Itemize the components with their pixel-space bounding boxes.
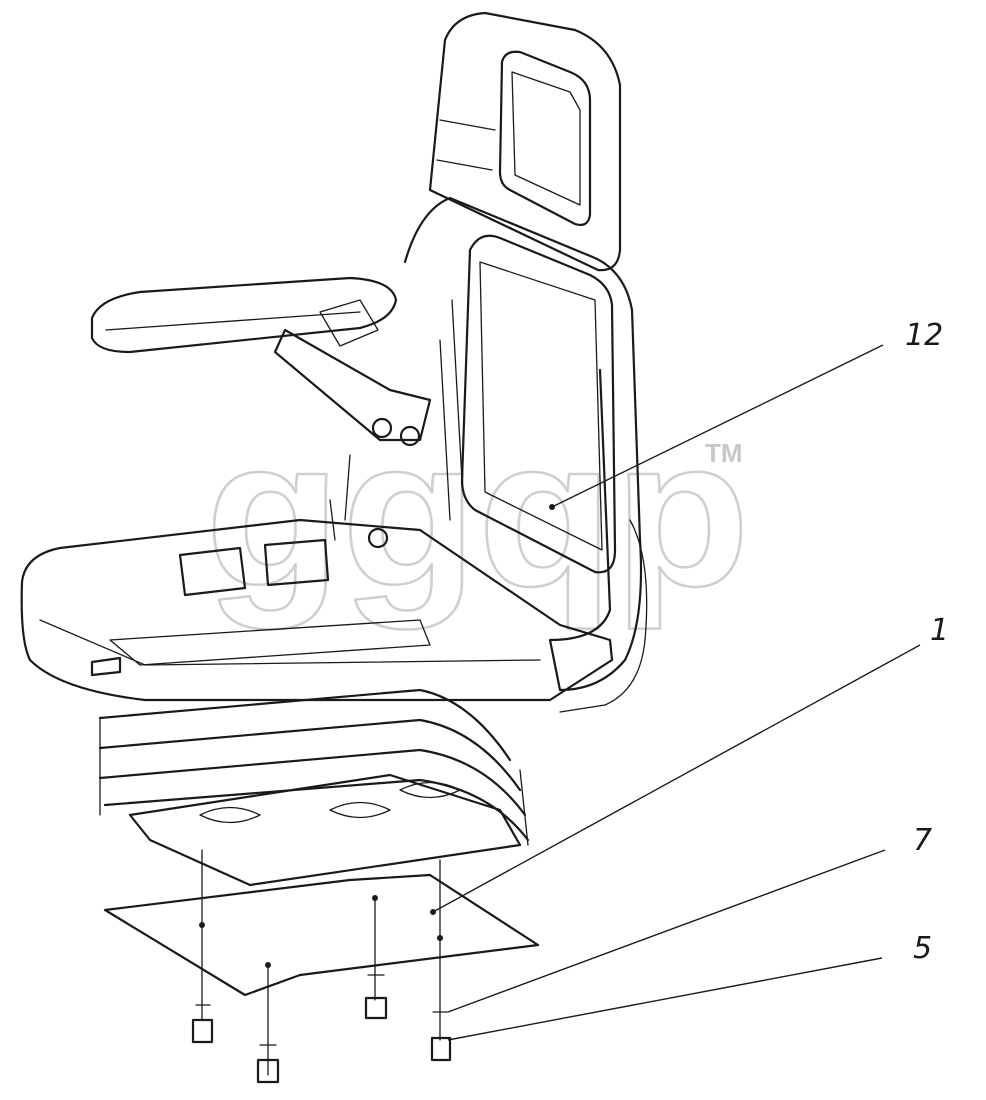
callout-labels: 12 1 7 5 <box>905 318 949 966</box>
seat-cushion <box>20 454 614 702</box>
leader-12 <box>551 344 884 508</box>
callout-5: 5 <box>913 931 932 966</box>
armrest <box>90 276 432 447</box>
callout-12: 12 <box>905 318 943 353</box>
base-frame <box>128 773 522 887</box>
callout-1: 1 <box>930 613 949 648</box>
leader-5 <box>447 957 883 1041</box>
callout-7: 7 <box>913 823 932 858</box>
headrest <box>428 11 622 272</box>
leader-1 <box>432 644 921 913</box>
backrest <box>403 196 648 713</box>
fasteners <box>191 849 452 1084</box>
mounting-plate <box>103 873 540 997</box>
suspension-bellows <box>98 688 530 846</box>
leader-7 <box>447 849 886 1013</box>
watermark-trademark: TM <box>705 438 743 468</box>
leader-lines <box>430 344 921 1041</box>
